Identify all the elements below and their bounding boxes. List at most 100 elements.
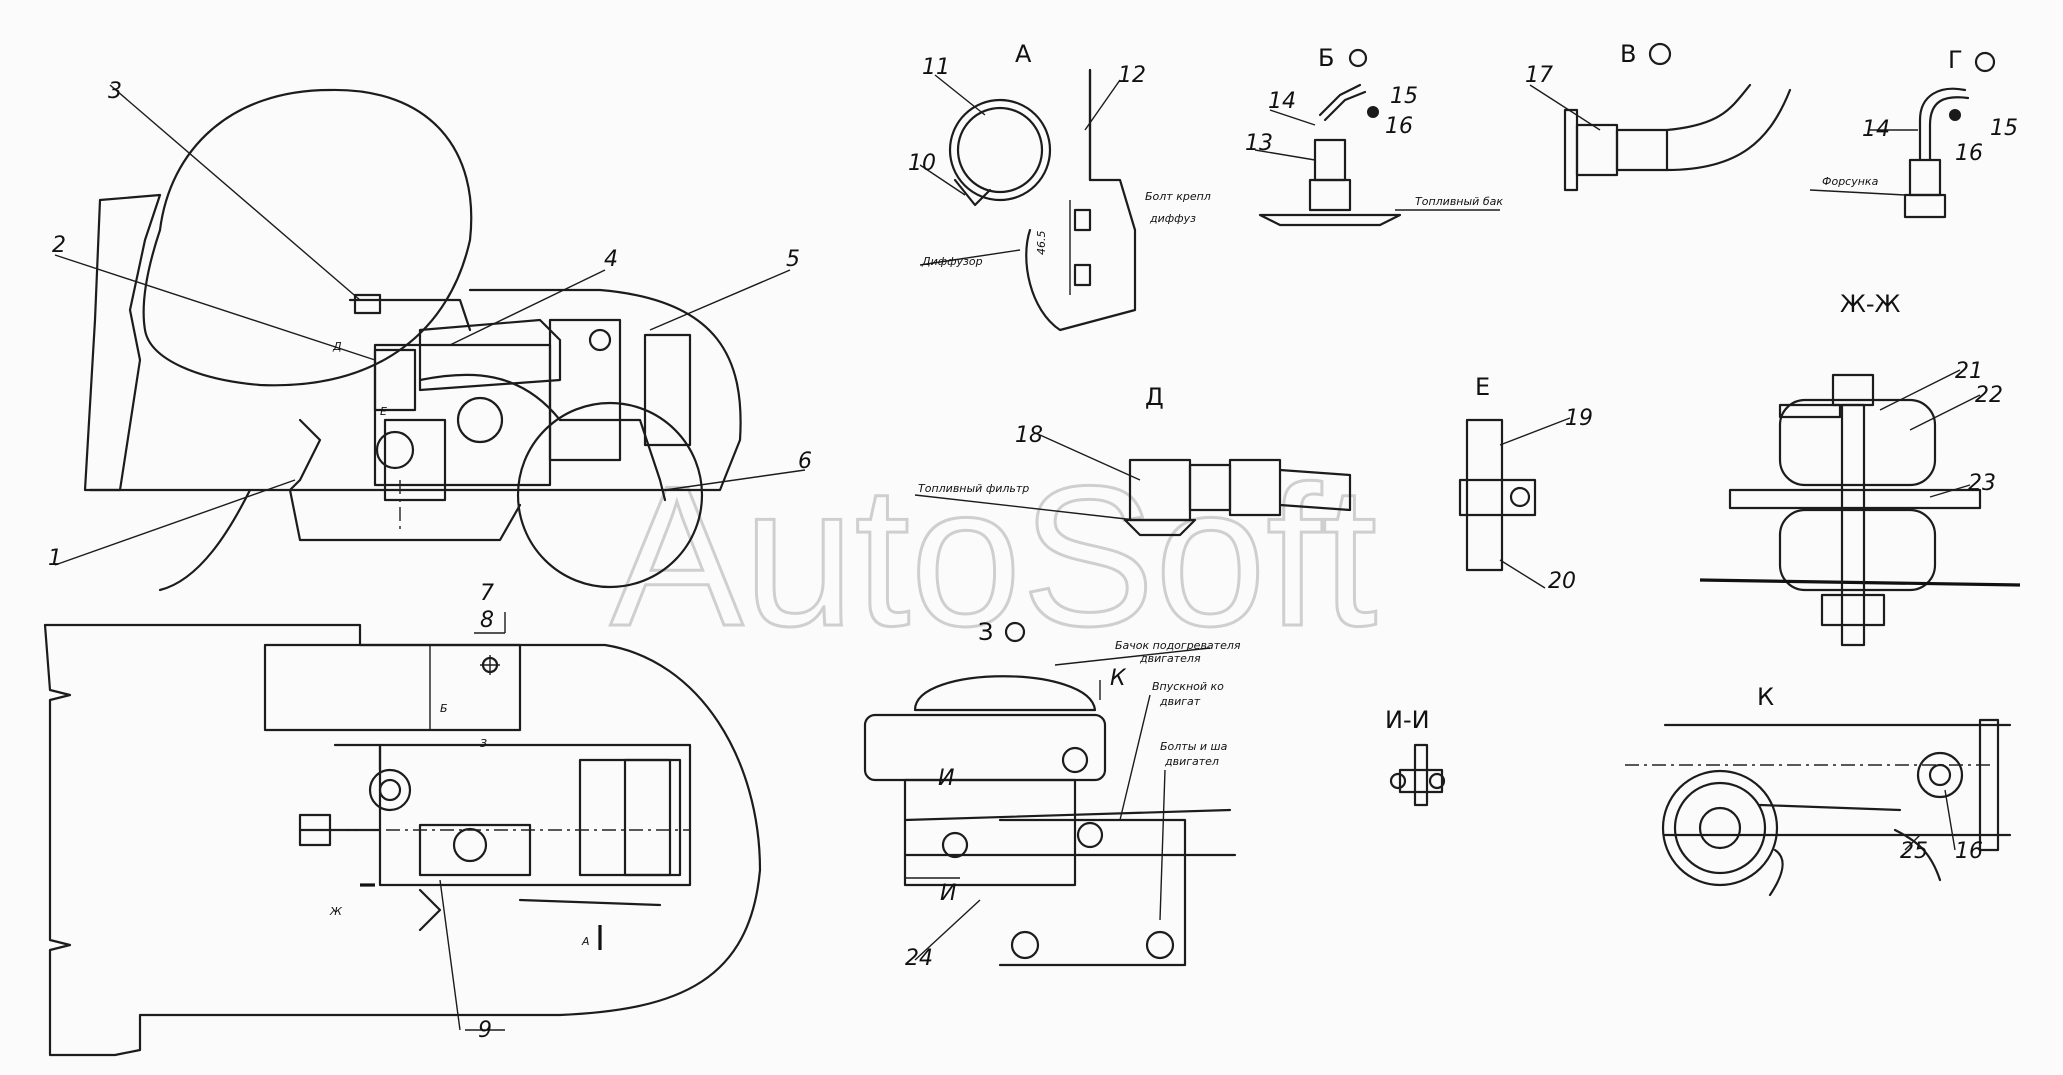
leader-17: [1529, 84, 1601, 131]
hose-d: [1278, 468, 1352, 512]
k-end-plate: [1978, 718, 2000, 852]
nut-16g: [1949, 109, 1961, 121]
plan-bracket-top: [333, 743, 382, 772]
control-rod-1: [288, 418, 322, 492]
leader-9: [439, 879, 461, 1031]
bolt-shank-21: [1840, 403, 1866, 647]
flywheel-housing: [383, 418, 447, 502]
air-filter-box: [373, 348, 417, 412]
view-b: Б 14 13 15 16 Топливный бак: [1245, 44, 1503, 227]
manifold-plan: [418, 823, 532, 877]
bend-pipe-14-b: [1323, 90, 1367, 122]
leader-20: [1499, 559, 1546, 589]
radiator-plan: [578, 758, 682, 877]
bolt-z4: [1145, 930, 1175, 960]
view-k-title: К: [1757, 683, 1774, 711]
callout-10: 10: [908, 151, 936, 176]
plan-mark-zh: Ж: [329, 905, 343, 918]
sump-outline: [288, 488, 522, 542]
view-z-rotate-mark: [1004, 621, 1026, 643]
k-pulley-mid: [1673, 781, 1767, 875]
view-v: В 17: [1525, 40, 1792, 192]
view-g-title: Г: [1948, 46, 1963, 74]
leader-heater-tank: [1054, 647, 1211, 666]
k-pulley-hub: [1698, 806, 1742, 850]
callout-21: 21: [1955, 359, 1983, 384]
callout-8: 8: [480, 608, 494, 633]
support-plate-23: [1728, 488, 1982, 510]
leader-12: [1084, 79, 1121, 131]
bend-pipe-14g-b: [1928, 96, 1970, 162]
label-heater-tank-2: двигателя: [1139, 652, 1201, 665]
callout-15: 15: [1390, 84, 1418, 109]
pulley-plan: [368, 768, 412, 812]
oil-filter: [456, 396, 504, 444]
leader-4: [449, 269, 606, 346]
cab-floor-rect: [263, 643, 522, 732]
bolt-z3: [1010, 930, 1040, 960]
callout-4: 4: [604, 247, 618, 272]
front-wheel-arc: [158, 488, 252, 592]
side-mark-d: Д: [332, 340, 342, 353]
view-z: З 24 Бачок подогревателя двигателя Впуск…: [863, 618, 1241, 971]
view-k: К 25 16: [1625, 683, 2012, 897]
intake-manifold: [418, 318, 562, 392]
k-flange-bore: [1928, 763, 1952, 787]
leader-injector: [1809, 189, 1906, 196]
leader-23: [1929, 484, 1971, 498]
clamp-10: [953, 178, 992, 207]
label-bolt-2: диффуз: [1149, 212, 1196, 225]
engine-mount-bracket: [998, 818, 1187, 967]
hose-end: [1615, 128, 1669, 172]
view-b-title: Б: [1318, 44, 1334, 72]
nut-16: [1367, 106, 1379, 118]
plan-mark-a: А: [581, 935, 590, 948]
plan-mount: [418, 888, 442, 932]
leader-intake: [1119, 694, 1151, 821]
tank-support: [903, 778, 1077, 887]
view-d-title: Д: [1145, 383, 1164, 411]
diffuser-plate-12: [1025, 68, 1137, 332]
frame-outline: [43, 623, 762, 1057]
z-mark-i-bottom: И: [940, 881, 956, 906]
label-fuel-tank: Топливный бак: [1415, 195, 1503, 208]
view-e: Е 19 20: [1458, 373, 1593, 594]
fitting-base: [1308, 178, 1352, 212]
cap-fitting: [1061, 746, 1089, 774]
fuel-line-6: [558, 418, 667, 502]
callout-16k: 16: [1955, 839, 1983, 864]
callout-24: 24: [905, 946, 933, 971]
view-ii-title: И-И: [1385, 706, 1430, 734]
dim-46-5: 46.5: [1035, 231, 1048, 256]
k-hose-left: [1768, 848, 1784, 897]
chassis-outline: [88, 288, 742, 492]
label-injector: Форсунка: [1822, 175, 1879, 188]
k-pulley-outer: [1661, 769, 1779, 887]
bolt-upper: [1073, 208, 1092, 232]
leader-18: [1039, 434, 1141, 481]
bolt-ii: [1398, 768, 1444, 794]
callout-19: 19: [1565, 406, 1593, 431]
leader-fuel-filter: [914, 494, 1136, 521]
k-hose-25: [1893, 828, 1942, 882]
callout-16: 16: [1385, 114, 1413, 139]
hose-lower-edge: [1665, 88, 1792, 172]
callout-14: 14: [1268, 89, 1296, 114]
view-b-rotate-mark: [1348, 48, 1368, 68]
leader-1: [54, 479, 296, 566]
clamp-20: [1458, 478, 1537, 517]
heater-bracket-3: [353, 293, 382, 315]
view-v-rotate-mark: [1648, 42, 1672, 66]
injector-fitting: [1908, 158, 1942, 197]
leader-25: [1904, 834, 1921, 851]
callout-18: 18: [1015, 423, 1043, 448]
pipe-route: [418, 373, 562, 422]
clamp-bolt: [1509, 486, 1531, 508]
callout-20: 20: [1548, 569, 1576, 594]
callout-9: 9: [478, 1018, 492, 1043]
side-mark-e: Е: [380, 405, 387, 418]
leader-10: [919, 164, 966, 196]
leader-3: [109, 84, 361, 301]
